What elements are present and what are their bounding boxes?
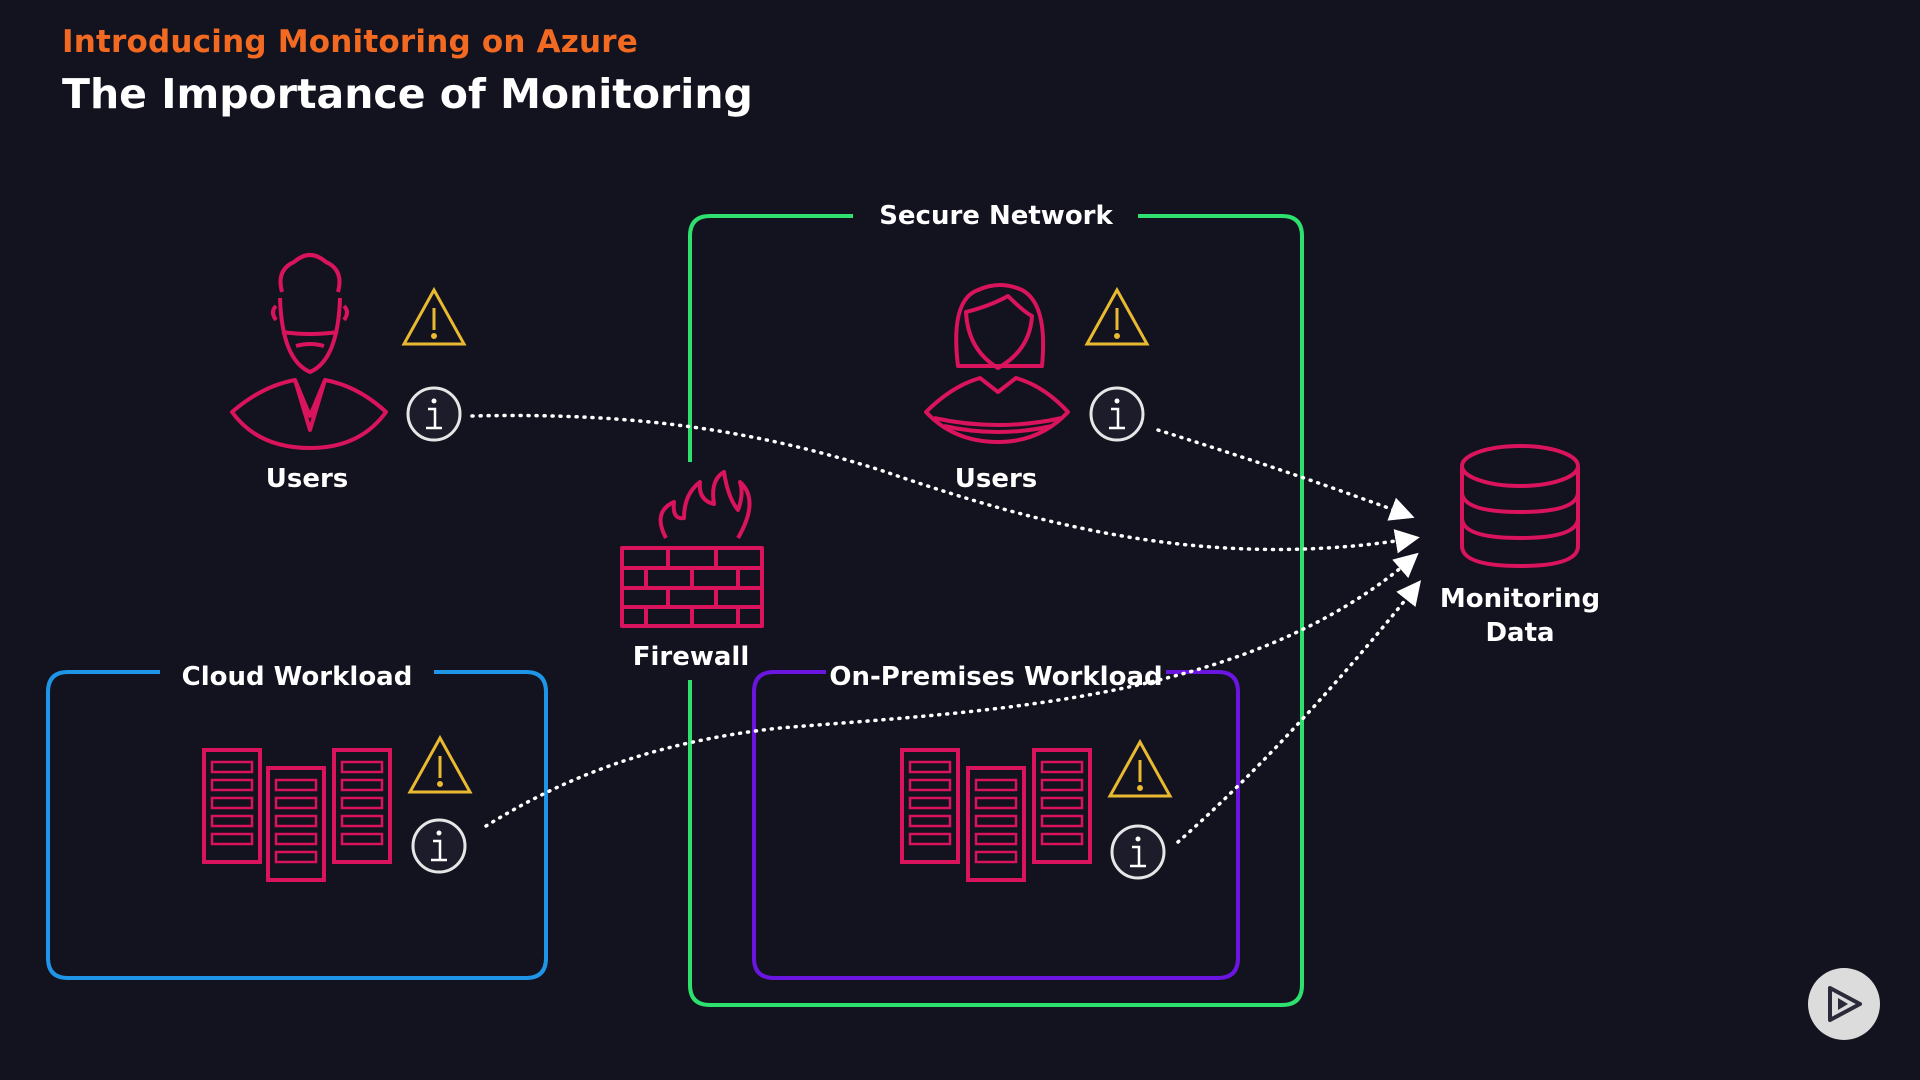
user-female-icon bbox=[924, 283, 1070, 444]
monitoring-data-label-line1: Monitoring bbox=[1440, 584, 1600, 614]
connector-onprem bbox=[1176, 580, 1422, 844]
server-rack-icon-onprem bbox=[900, 748, 1092, 882]
connector-cloud bbox=[484, 552, 1419, 828]
firewall-icon bbox=[620, 470, 764, 628]
onprem-workload-box: On-Premises Workload bbox=[752, 662, 1240, 980]
users-left-label: Users bbox=[266, 464, 349, 494]
info-icon bbox=[1089, 386, 1145, 442]
info-icon bbox=[1110, 824, 1166, 880]
monitoring-data-label-line2: Data bbox=[1485, 618, 1554, 648]
info-icon bbox=[406, 386, 462, 442]
server-rack-icon-cloud bbox=[202, 748, 392, 882]
play-button[interactable] bbox=[1808, 968, 1880, 1040]
connectors bbox=[470, 413, 1422, 844]
database-icon bbox=[1460, 444, 1580, 569]
play-icon bbox=[1828, 986, 1862, 1022]
warning-icon bbox=[407, 734, 473, 794]
slide-subtitle: Introducing Monitoring on Azure bbox=[62, 24, 639, 60]
warning-icon bbox=[1084, 286, 1150, 346]
secure-network-box: Secure Network bbox=[688, 201, 1304, 1007]
users-right-label: Users bbox=[955, 464, 1038, 494]
connector-users-right bbox=[1156, 428, 1415, 521]
onprem-workload-label: On-Premises Workload bbox=[829, 662, 1162, 692]
info-icon bbox=[411, 818, 467, 874]
firewall-label: Firewall bbox=[633, 642, 750, 672]
cloud-workload-box: Cloud Workload bbox=[46, 662, 548, 980]
cloud-workload-label: Cloud Workload bbox=[182, 662, 413, 692]
slide-title: The Importance of Monitoring bbox=[62, 70, 753, 118]
user-male-icon bbox=[230, 253, 388, 450]
warning-icon bbox=[1107, 738, 1173, 798]
secure-network-label: Secure Network bbox=[879, 201, 1113, 231]
connector-users-left bbox=[470, 413, 1420, 554]
warning-icon bbox=[401, 286, 467, 346]
